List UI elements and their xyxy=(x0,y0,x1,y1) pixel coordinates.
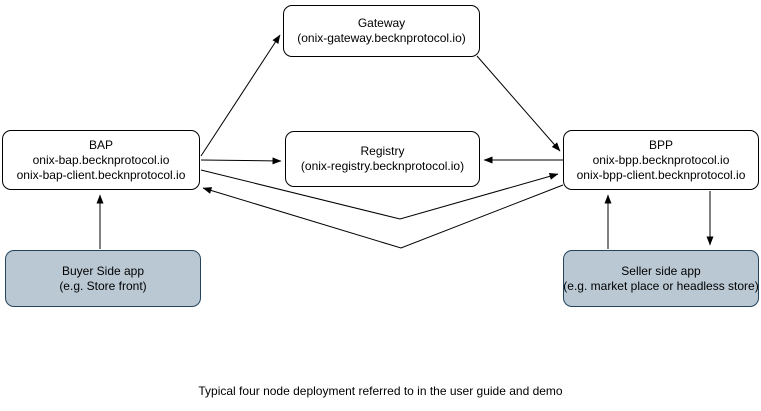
node-seller-side-app: Seller side app (e.g. market place or he… xyxy=(563,250,759,307)
edge-bap-gateway xyxy=(200,34,281,157)
node-buyer-side-app: Buyer Side app (e.g. Store front) xyxy=(5,250,201,307)
bpp-title: BPP xyxy=(648,137,673,152)
node-registry: Registry (onix-registry.becknprotocol.io… xyxy=(285,131,480,187)
buyer-app-title: Buyer Side app xyxy=(61,263,145,278)
registry-title: Registry xyxy=(360,144,405,158)
registry-hostname: (onix-registry.becknprotocol.io) xyxy=(300,159,465,173)
gateway-title: Gateway xyxy=(357,16,406,30)
node-bap: BAP onix-bap.becknprotocol.io onix-bap-c… xyxy=(2,130,200,190)
node-bpp: BPP onix-bpp.becknprotocol.io onix-bpp-c… xyxy=(563,130,759,190)
bap-client-hostname: onix-bap-client.becknprotocol.io xyxy=(16,167,186,182)
diagram-caption: Typical four node deployment referred to… xyxy=(198,384,563,398)
bpp-hostname: onix-bpp.becknprotocol.io xyxy=(592,152,730,167)
edge-gateway-bpp xyxy=(476,55,561,152)
edge-bpp-bap xyxy=(202,184,564,249)
seller-app-title: Seller side app xyxy=(621,263,701,278)
edge-bap-registry xyxy=(200,157,282,165)
seller-app-subtitle: (e.g. market place or headless store) xyxy=(563,278,759,293)
node-gateway: Gateway (onix-gateway.becknprotocol.io) xyxy=(283,5,480,57)
edge-bap-bpp xyxy=(200,169,559,220)
bpp-client-hostname: onix-bpp-client.becknprotocol.io xyxy=(576,167,746,182)
buyer-app-subtitle: (e.g. Store front) xyxy=(59,278,147,293)
bap-title: BAP xyxy=(88,137,113,152)
gateway-hostname: (onix-gateway.becknprotocol.io) xyxy=(297,31,466,45)
bap-hostname: onix-bap.becknprotocol.io xyxy=(32,152,170,167)
